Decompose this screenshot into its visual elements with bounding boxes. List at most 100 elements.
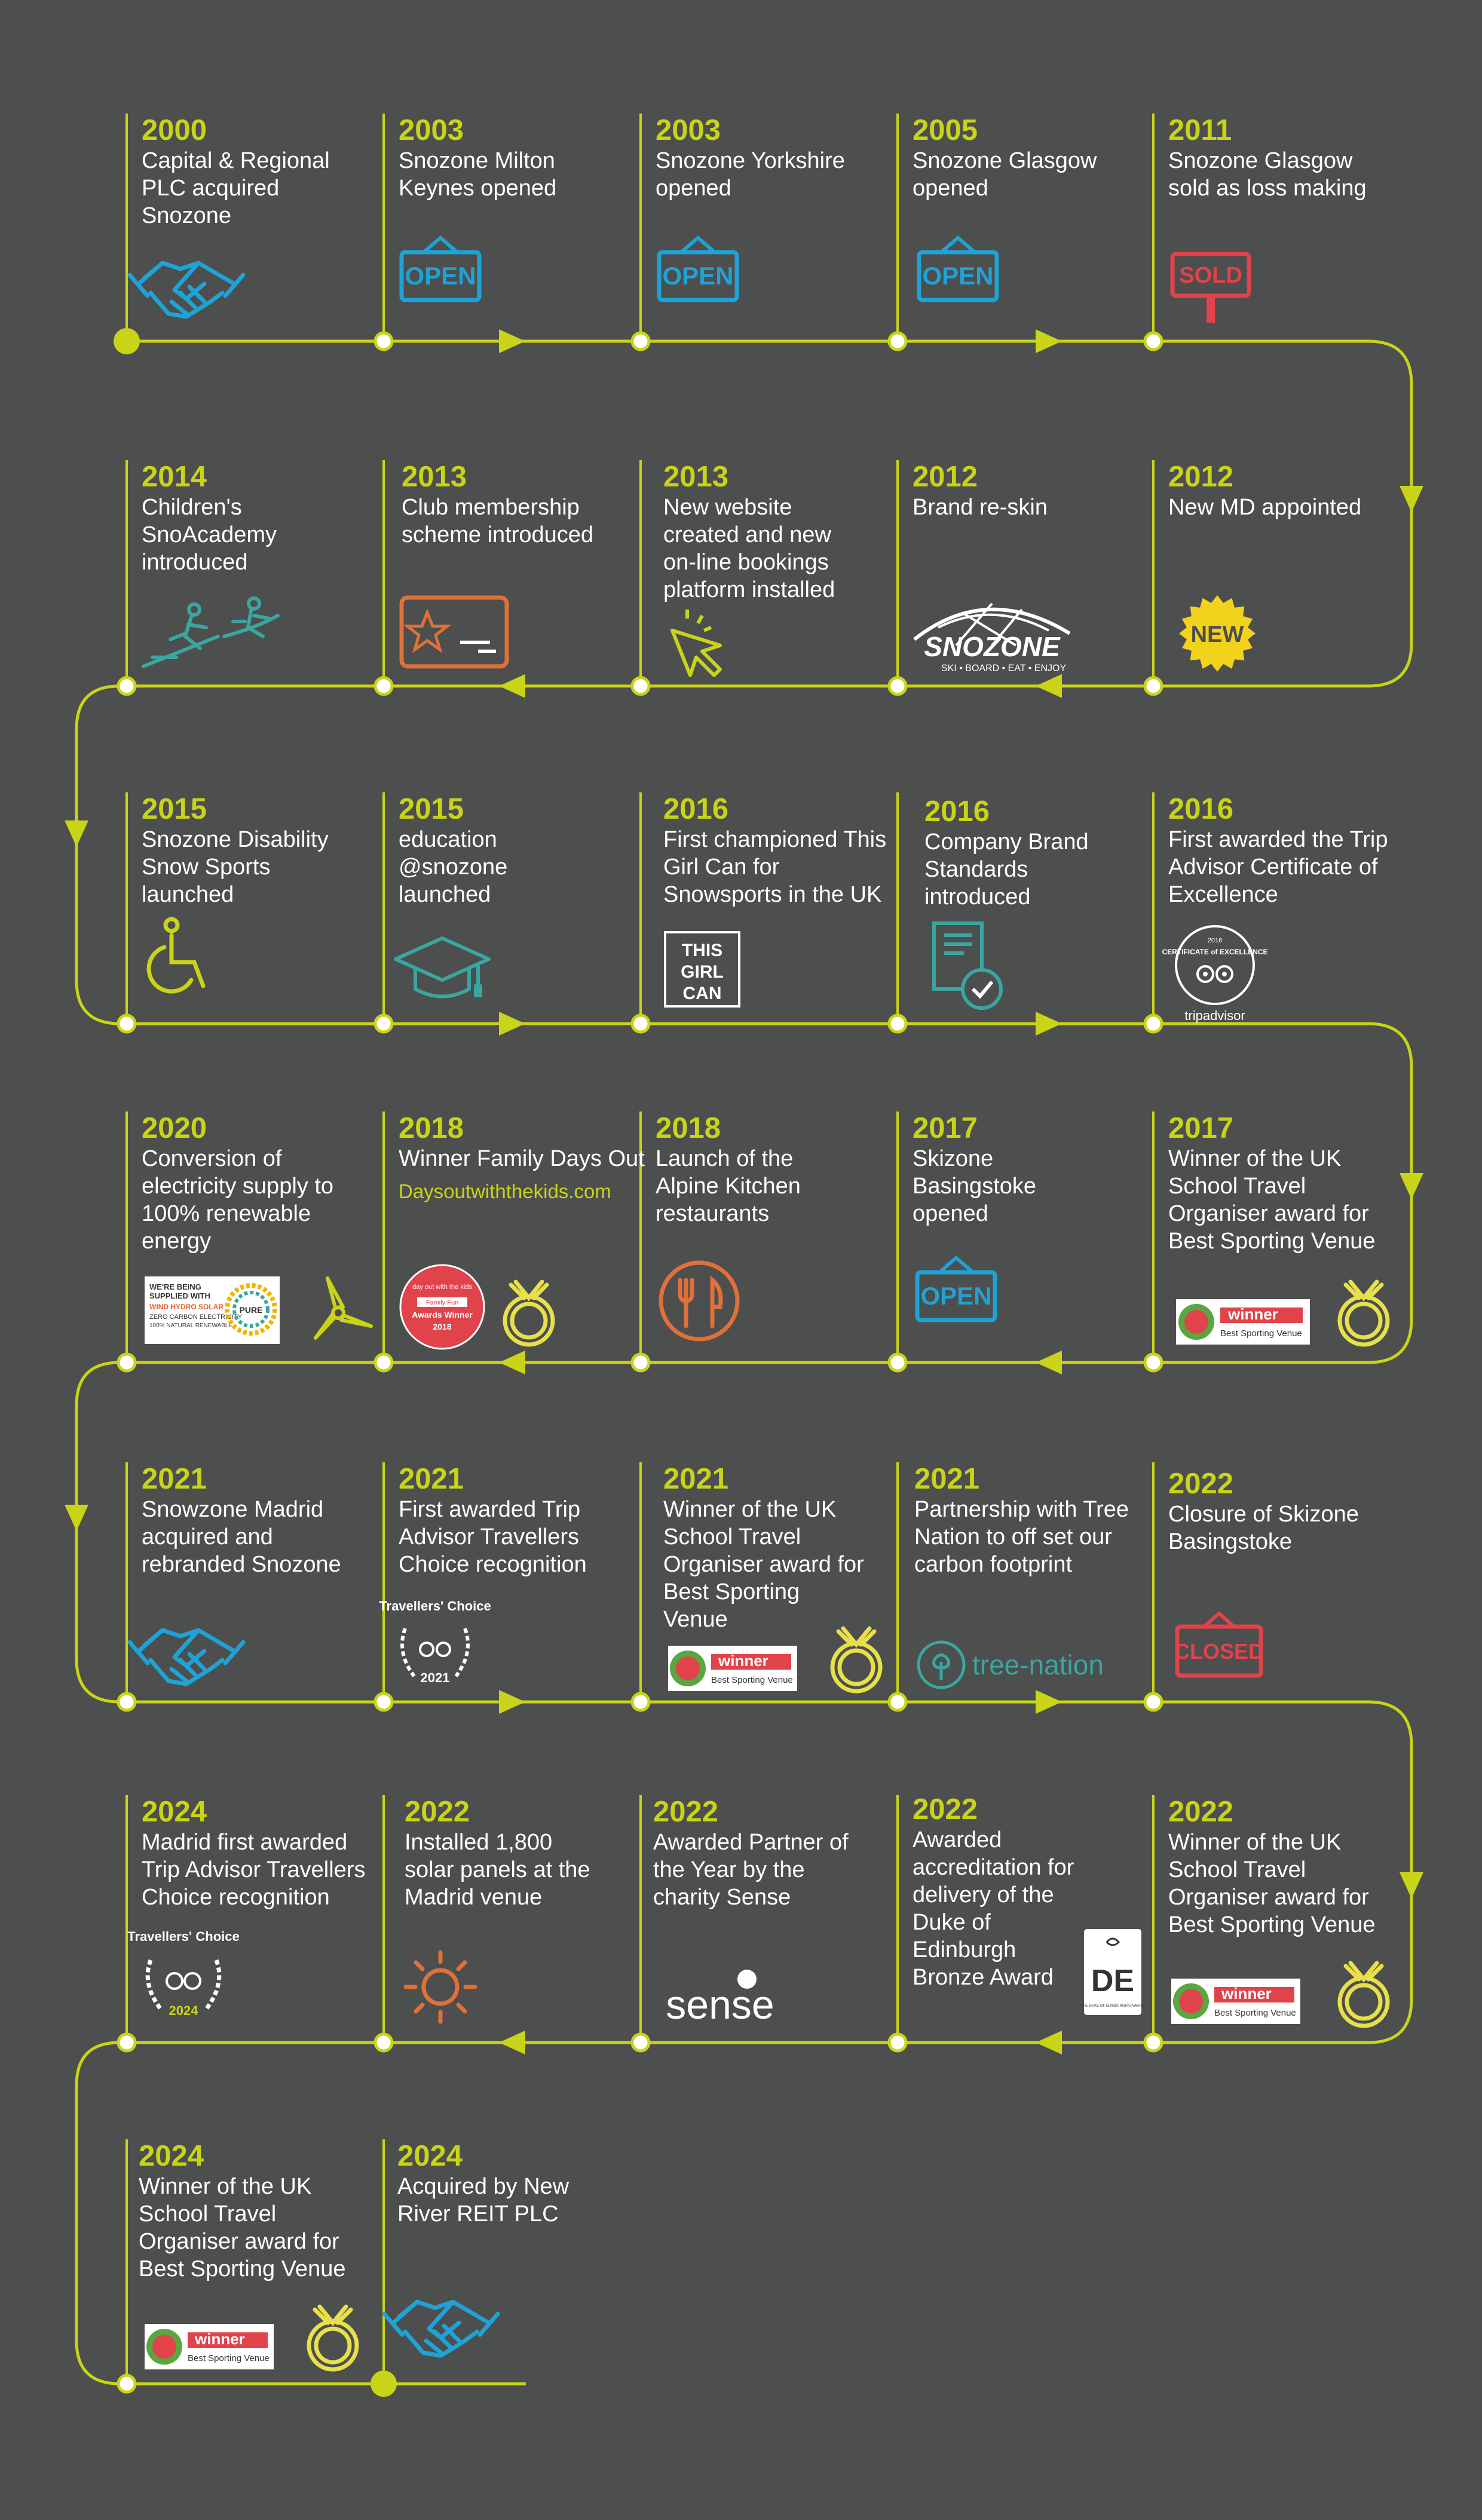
winner-label: winner [194,2330,245,2348]
event-description: Snozone Disability Snow Sports launched [142,827,329,907]
event-year: 2022 [1168,1796,1234,1828]
event-description: Installed 1,800 solar panels at the Madr… [405,1830,590,1910]
closed-sign-icon: CLOSED [1174,1611,1264,1678]
event-description: Winner of the UK School Travel Organiser… [139,2174,346,2282]
event-description: First championed This Girl Can for Snows… [663,827,887,907]
duke-of-edinburgh-logo: DE THE DUKE OF EDINBURGH'S AWARD [1081,1929,1145,2015]
event-year: 2011 [1168,114,1232,146]
event-description: Snowzone Madrid acquired and rebranded S… [142,1497,341,1577]
event-year: 2016 [663,793,729,825]
event-description: Skizone Basingstoke opened [913,1146,1037,1226]
event-description: Snozone Glasgow opened [913,148,1097,201]
event-year: 2021 [914,1463,980,1495]
timeline-node [1143,1013,1163,1034]
open-label: OPEN [920,1282,991,1310]
tgc-line-1: THIS [682,941,722,960]
arrow-left [1036,674,1062,698]
timeline-node [630,331,651,351]
sense-wordmark: sense [666,1982,774,2028]
event-description: Winner of the UK School Travel Organiser… [663,1497,864,1632]
event-year: 2018 [656,1112,721,1144]
arrow-right [499,329,525,353]
event-description: Acquired by New River REIT PLC [397,2174,569,2227]
pure-label: PURE [240,1305,263,1315]
school-travel-award-icon: winner Best Sporting Venue [668,1646,797,1691]
event-description: Launch of the Alpine Kitchen restaurants [656,1146,801,1226]
event-description: Closure of Skizone Basingstoke [1168,1502,1359,1554]
winner-label: winner [1227,1305,1278,1323]
event-description: Club membership scheme introduced [402,495,594,547]
arrow-left [1036,2031,1062,2054]
event-description: Snozone Yorkshire opened [656,148,845,201]
sold-label: SOLD [1179,263,1242,288]
membership-card-icon [399,595,509,669]
event-description: Capital & Regional PLC acquired Snozone [142,148,330,228]
arrow-right [1036,329,1062,353]
timeline-ticks [125,114,1155,2384]
event-description: Conversion of electricity supply to 100%… [142,1146,334,1254]
event-description: First awarded Trip Advisor Travellers Ch… [399,1497,587,1577]
open-sign-icon: OPEN [917,235,999,302]
arrow-down [1400,1872,1423,1899]
event-year: 2024 [397,2140,463,2172]
sun-icon [403,1950,477,2024]
timeline-node [887,1352,908,1373]
timeline-node [373,1692,394,1712]
event-description: Winner of the UK School Travel Organiser… [1168,1146,1376,1254]
closed-label: CLOSED [1174,1639,1264,1664]
family-fun-label: Family Fun [426,1299,458,1306]
new-label: NEW [1191,622,1244,647]
medal-icon [832,1628,880,1691]
timeline-arrows [65,329,1423,2054]
travellers-choice-label: Travellers' Choice [127,1929,239,1944]
event-description: Brand re-skin [913,495,1048,520]
days-out-award-icon: day out with the kids Family Fun Awards … [399,1264,485,1350]
arrow-left [499,2031,525,2054]
timeline-node [1143,1692,1163,1712]
timeline-node [630,2032,651,2053]
event-description: First awarded the Trip Advisor Certifica… [1168,827,1388,907]
timeline-node [117,1352,137,1373]
new-badge-icon: NEW [1179,595,1256,672]
event-description: education @snozone launched [399,827,508,907]
tree-nation-logo: tree-nation [917,1640,1104,1689]
event-year: 2003 [399,114,464,146]
timeline-node [887,1013,908,1034]
this-girl-can-logo: THIS GIRL CAN [664,931,740,1008]
energy-line-1: WE'RE BEING [149,1282,201,1291]
event-year: 2013 [663,461,729,493]
event-year: 2018 [399,1112,464,1144]
event-year: 2022 [653,1796,719,1828]
event-year: 2005 [913,114,978,146]
timeline-node [370,2371,397,2397]
document-check-icon [932,921,1003,1010]
arrow-down [1400,486,1423,512]
event-description: Winner of the UK School Travel Organiser… [1168,1830,1376,1937]
event-description: Awarded Partner of the Year by the chari… [653,1830,849,1910]
arrow-left [1036,1351,1062,1374]
timeline-node [373,676,394,696]
timeline-node [117,676,137,696]
timeline-node [630,1352,651,1373]
wheelchair-icon [146,917,206,994]
awards-winner-label: Awards Winner [412,1310,473,1319]
open-sign-icon: OPEN [657,235,739,302]
medal-icon [1340,1963,1388,2026]
best-sporting-venue-label: Best Sporting Venue [188,2353,270,2363]
timeline-node [1143,331,1163,351]
timeline-node [373,2032,394,2053]
tgc-line-3: CAN [683,984,722,1003]
de-caption: THE DUKE OF EDINBURGH'S AWARD [1081,2004,1145,2008]
timeline-node [117,1692,137,1712]
